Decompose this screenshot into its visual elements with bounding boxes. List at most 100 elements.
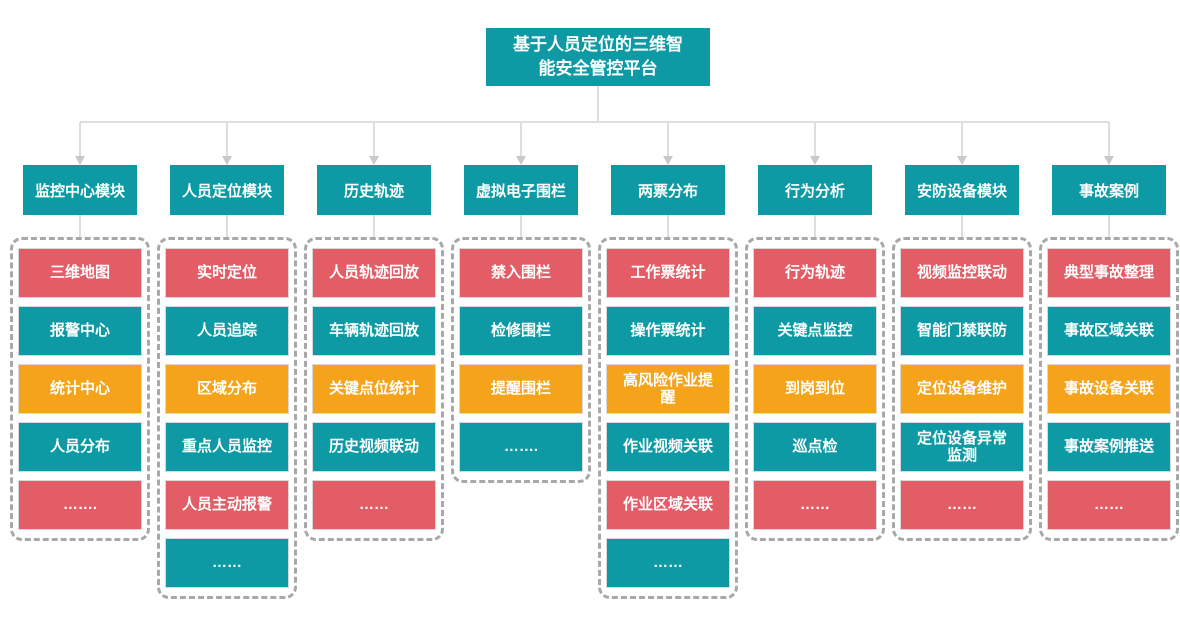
module-header-label: 两票分布 xyxy=(637,182,698,200)
module-item-label: 人员分布 xyxy=(49,438,110,456)
module-item-label: …… xyxy=(212,554,242,572)
module-item: 禁入围栏 xyxy=(459,248,583,298)
module-item-label: 定位设备异常 监测 xyxy=(916,429,1007,464)
module-column-1: 人员定位模块 实时定位 人员追踪 区域分布 重点人员监控 人员主动报警 …… xyxy=(157,165,297,599)
module-item: 事故案例推送 xyxy=(1047,422,1171,472)
module-item-label: 行为轨迹 xyxy=(784,264,845,282)
module-item: 高风险作业提 醒 xyxy=(606,364,730,414)
module-item-group: 典型事故整理 事故区域关联 事故设备关联 事故案例推送 …… xyxy=(1039,237,1179,541)
module-item-label: 实时定位 xyxy=(196,264,257,282)
module-item-label: 定位设备维护 xyxy=(916,380,1007,398)
module-item-label: 三维地图 xyxy=(49,264,110,282)
module-item-label: 重点人员监控 xyxy=(181,438,272,456)
module-item-label: 关键点监控 xyxy=(777,322,853,340)
module-item: 事故设备关联 xyxy=(1047,364,1171,414)
module-item: 历史视频联动 xyxy=(312,422,436,472)
module-item-group: 视频监控联动 智能门禁联防 定位设备维护 定位设备异常 监测 …… xyxy=(892,237,1032,541)
module-item-label: 提醒围栏 xyxy=(490,380,551,398)
module-item-label: …… xyxy=(1094,496,1124,514)
module-item-label: 视频监控联动 xyxy=(916,264,1007,282)
module-item: …… xyxy=(1047,480,1171,530)
module-header-label: 历史轨迹 xyxy=(343,182,404,200)
module-header: 历史轨迹 xyxy=(317,165,431,215)
module-item-label: ……. xyxy=(503,438,539,456)
module-item-label: 禁入围栏 xyxy=(490,264,551,282)
module-item-label: 典型事故整理 xyxy=(1063,264,1154,282)
module-item: 工作票统计 xyxy=(606,248,730,298)
module-header-label: 事故案例 xyxy=(1078,182,1139,200)
module-item: 定位设备维护 xyxy=(900,364,1024,414)
module-item-label: …… xyxy=(800,496,830,514)
module-item-label: 巡点检 xyxy=(792,438,838,456)
module-item: 巡点检 xyxy=(753,422,877,472)
module-item-group: 三维地图 报警中心 统计中心 人员分布 ……. xyxy=(10,237,150,541)
module-column-6: 安防设备模块 视频监控联动 智能门禁联防 定位设备维护 定位设备异常 监测 …… xyxy=(892,165,1032,599)
module-header: 安防设备模块 xyxy=(905,165,1019,215)
module-item: ……. xyxy=(459,422,583,472)
module-item: …… xyxy=(753,480,877,530)
module-header: 人员定位模块 xyxy=(170,165,284,215)
module-item: 人员主动报警 xyxy=(165,480,289,530)
root-node-label: 基于人员定位的三维智能安全管控平台 xyxy=(513,35,683,78)
module-header-label: 行为分析 xyxy=(784,182,845,200)
module-item-label: 车辆轨迹回放 xyxy=(328,322,419,340)
module-header: 虚拟电子围栏 xyxy=(464,165,578,215)
module-column-2: 历史轨迹 人员轨迹回放 车辆轨迹回放 关键点位统计 历史视频联动 …… xyxy=(304,165,444,599)
module-item-group: 人员轨迹回放 车辆轨迹回放 关键点位统计 历史视频联动 …… xyxy=(304,237,444,541)
module-item: …… xyxy=(312,480,436,530)
module-item: 三维地图 xyxy=(18,248,142,298)
module-item-label: 历史视频联动 xyxy=(328,438,419,456)
module-header-label: 安防设备模块 xyxy=(916,182,1007,200)
module-item-label: 区域分布 xyxy=(196,380,257,398)
module-column-7: 事故案例 典型事故整理 事故区域关联 事故设备关联 事故案例推送 …… xyxy=(1039,165,1179,599)
module-header: 监控中心模块 xyxy=(23,165,137,215)
module-item-label: ……. xyxy=(62,496,98,514)
module-item-label: 到岗到位 xyxy=(784,380,845,398)
module-item: 提醒围栏 xyxy=(459,364,583,414)
module-item: 操作票统计 xyxy=(606,306,730,356)
module-item-group: 行为轨迹 关键点监控 到岗到位 巡点检 …… xyxy=(745,237,885,541)
module-item-label: …… xyxy=(947,496,977,514)
module-item: 车辆轨迹回放 xyxy=(312,306,436,356)
module-item-label: 作业区域关联 xyxy=(622,496,713,514)
module-item-group: 禁入围栏 检修围栏 提醒围栏 ……. xyxy=(451,237,591,483)
module-item: 作业区域关联 xyxy=(606,480,730,530)
module-item-label: …… xyxy=(653,554,683,572)
module-item: …… xyxy=(165,538,289,588)
module-item: 关键点位统计 xyxy=(312,364,436,414)
module-item-label: 智能门禁联防 xyxy=(916,322,1007,340)
module-item-label: 操作票统计 xyxy=(630,322,706,340)
module-item: 关键点监控 xyxy=(753,306,877,356)
module-column-3: 虚拟电子围栏 禁入围栏 检修围栏 提醒围栏 ……. xyxy=(451,165,591,599)
module-header: 事故案例 xyxy=(1052,165,1166,215)
module-column-4: 两票分布 工作票统计 操作票统计 高风险作业提 醒 作业视频关联 作业区域关联 … xyxy=(598,165,738,599)
module-item: 智能门禁联防 xyxy=(900,306,1024,356)
module-item: 报警中心 xyxy=(18,306,142,356)
module-header-label: 虚拟电子围栏 xyxy=(475,182,566,200)
module-header-label: 监控中心模块 xyxy=(34,182,125,200)
module-column-0: 监控中心模块 三维地图 报警中心 统计中心 人员分布 ……. xyxy=(10,165,150,599)
module-item: ……. xyxy=(18,480,142,530)
module-item: …… xyxy=(900,480,1024,530)
module-item-label: 事故设备关联 xyxy=(1063,380,1154,398)
module-column-5: 行为分析 行为轨迹 关键点监控 到岗到位 巡点检 …… xyxy=(745,165,885,599)
module-item: 典型事故整理 xyxy=(1047,248,1171,298)
module-item: 重点人员监控 xyxy=(165,422,289,472)
module-item: 事故区域关联 xyxy=(1047,306,1171,356)
module-item: 检修围栏 xyxy=(459,306,583,356)
module-item-label: 报警中心 xyxy=(49,322,110,340)
module-item: …… xyxy=(606,538,730,588)
module-item-label: 检修围栏 xyxy=(490,322,551,340)
module-item-label: 事故案例推送 xyxy=(1063,438,1154,456)
module-item-group: 工作票统计 操作票统计 高风险作业提 醒 作业视频关联 作业区域关联 …… xyxy=(598,237,738,599)
module-item: 视频监控联动 xyxy=(900,248,1024,298)
module-item-label: 关键点位统计 xyxy=(328,380,419,398)
module-item: 区域分布 xyxy=(165,364,289,414)
module-item: 统计中心 xyxy=(18,364,142,414)
module-columns: 监控中心模块 三维地图 报警中心 统计中心 人员分布 ……. 人员定位模块 实时… xyxy=(10,165,1179,599)
module-item: 行为轨迹 xyxy=(753,248,877,298)
module-item-label: 人员轨迹回放 xyxy=(328,264,419,282)
module-item: 作业视频关联 xyxy=(606,422,730,472)
module-item-group: 实时定位 人员追踪 区域分布 重点人员监控 人员主动报警 …… xyxy=(157,237,297,599)
